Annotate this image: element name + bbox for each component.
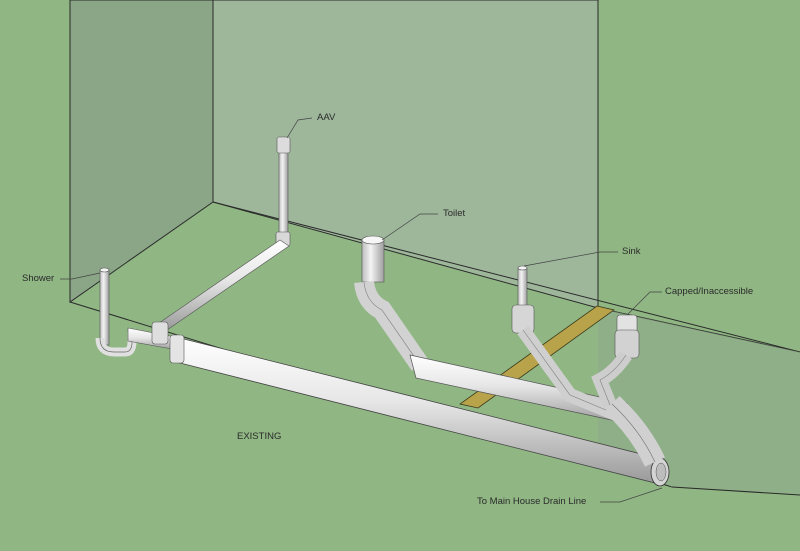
sink-label: Sink [622, 246, 641, 257]
existing-label: EXISTING [237, 431, 282, 442]
floor-corner-edge [671, 486, 800, 496]
toilet-bend-outline [363, 281, 421, 366]
shower-label: Shower [22, 273, 55, 284]
shower-riser [99, 269, 110, 346]
sink-leader [523, 251, 618, 267]
floor-back-edge [212, 201, 800, 353]
shower-p-trap-outline [99, 332, 133, 353]
aav-leader [286, 117, 313, 139]
sink-stub [517, 267, 528, 311]
shower-tee-fitting [151, 321, 169, 345]
toilet-flange-top [361, 235, 385, 245]
aav-valve [276, 136, 291, 154]
aav-vent-pipe [278, 149, 289, 239]
main-drain-label: To Main House Drain Line [477, 496, 587, 507]
wye-junction-outline [611, 403, 656, 463]
aav-label: AAV [317, 112, 336, 123]
toilet-label: Toilet [443, 208, 466, 219]
toilet-flange-pipe [361, 239, 385, 283]
capped-leader [627, 291, 662, 315]
main-drain-leader [600, 487, 663, 503]
main-drain-opening [655, 462, 667, 482]
shower-riser-top [99, 267, 110, 273]
toilet-leader [381, 213, 438, 241]
main-pipe-coupling [169, 334, 185, 364]
capped-label: Capped/Inaccessible [665, 286, 754, 297]
sink-stub-top [517, 265, 528, 271]
capped-branch-outline [599, 354, 627, 406]
shower-leader [60, 272, 101, 280]
